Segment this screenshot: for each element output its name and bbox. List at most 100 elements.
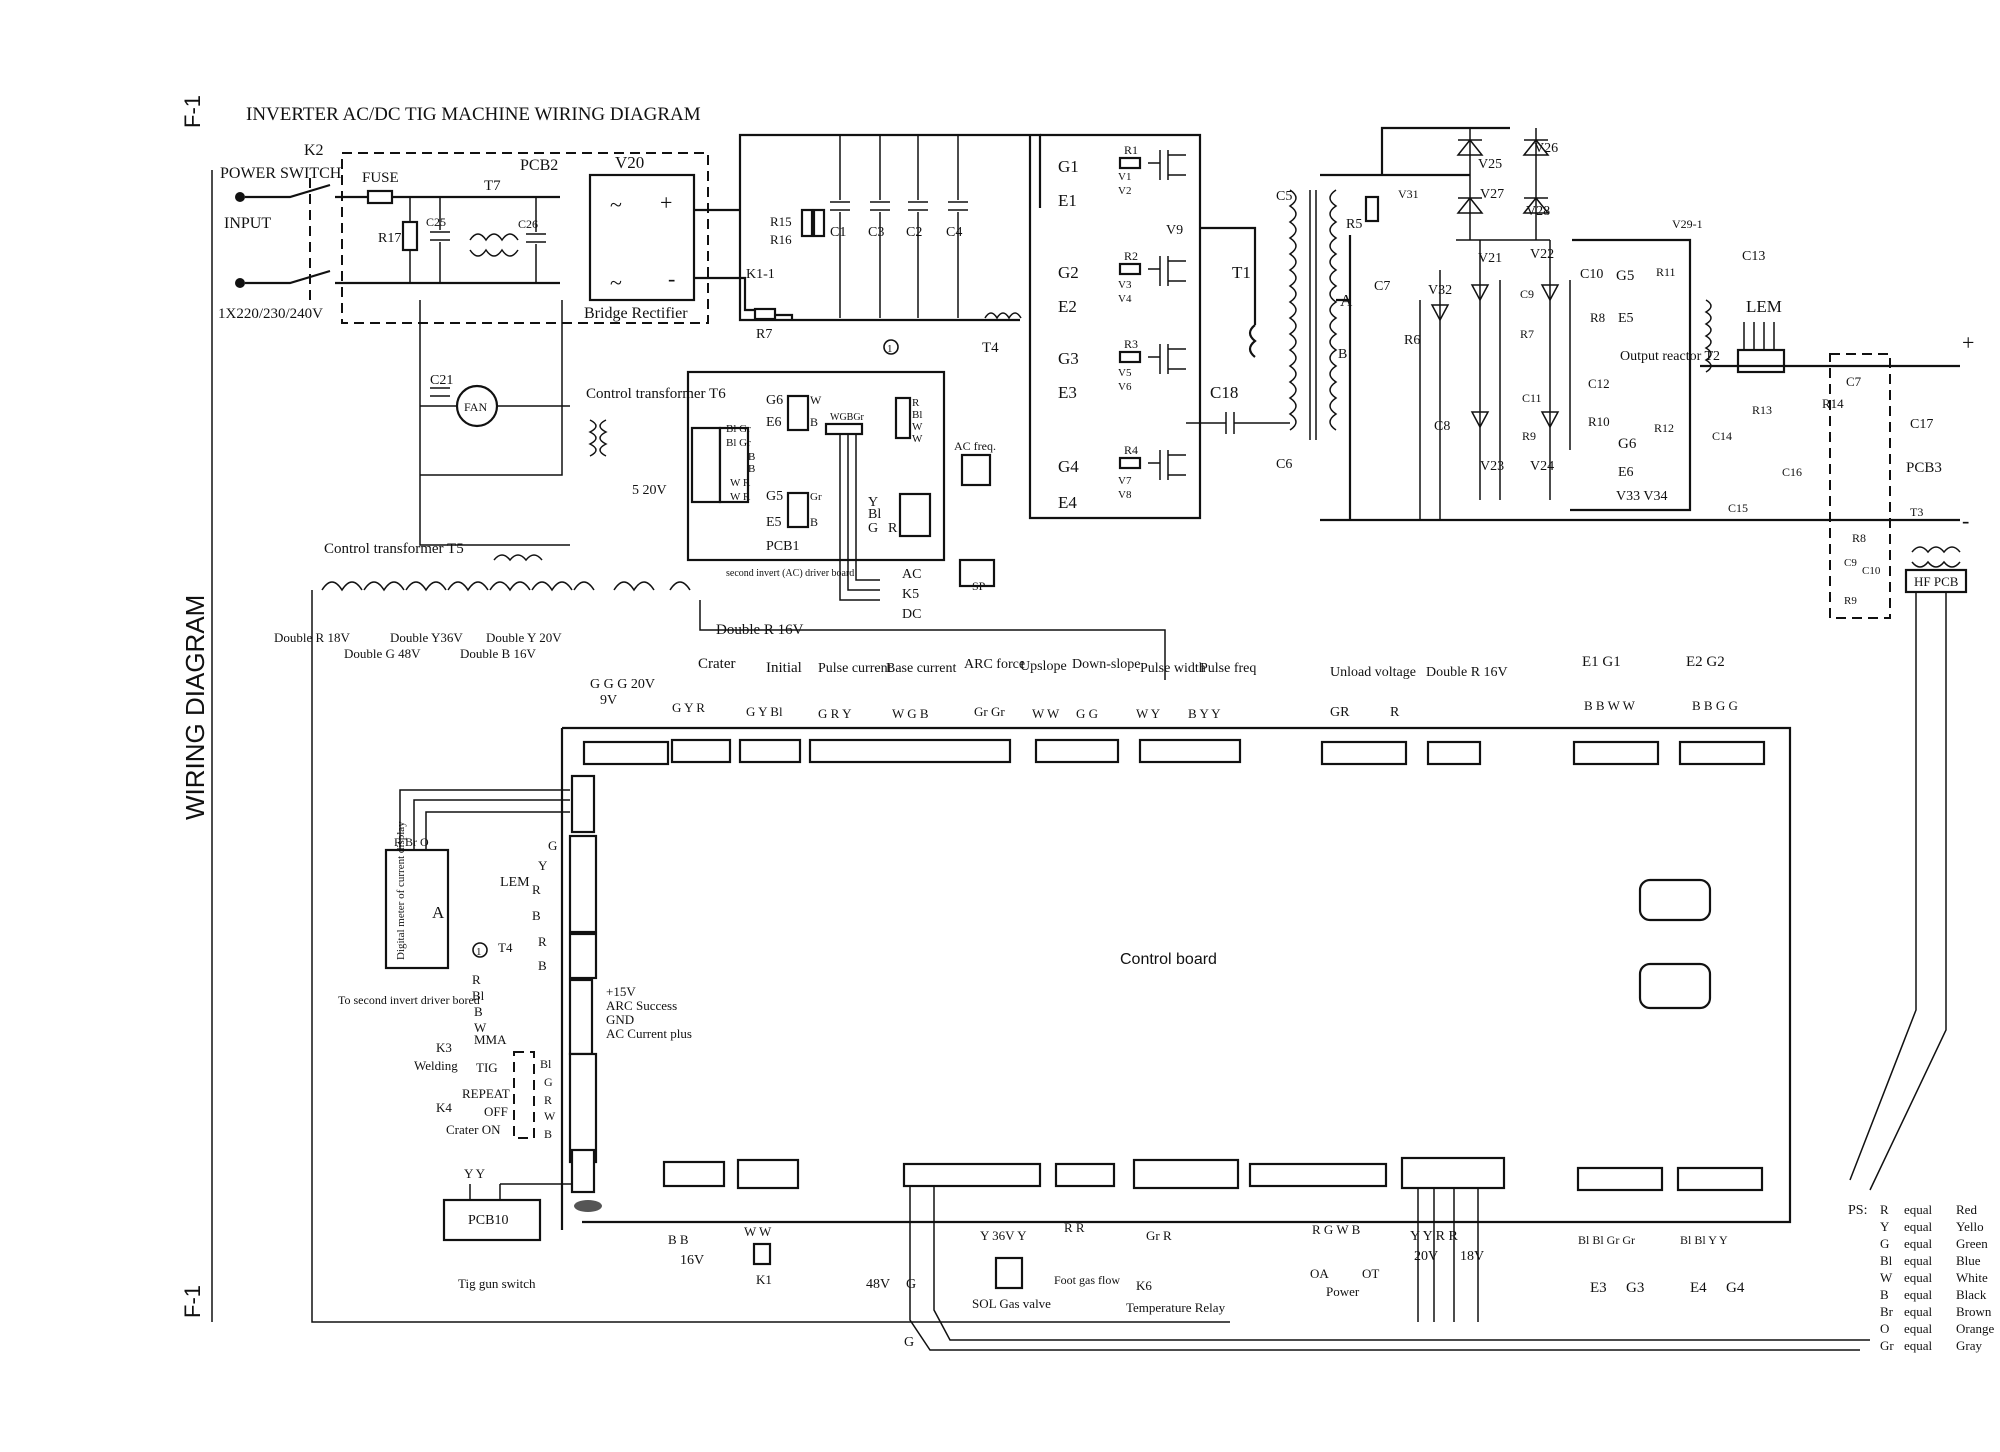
conn-pulse-width-freq <box>1138 738 1242 764</box>
tig-label: TIG <box>476 1060 498 1075</box>
t5-label: Control transformer T5 <box>324 541 464 557</box>
legend-name-1: Yello <box>1956 1219 1984 1234</box>
legend-eq-1: equal <box>1904 1219 1933 1234</box>
emitter-e4: E4 <box>1058 493 1077 512</box>
bottom-oa: OA <box>1310 1266 1329 1281</box>
c10-label: C10 <box>1580 267 1603 282</box>
lem-signal-labels: G Y R B LEM T4 R B <box>498 838 557 973</box>
k2-label: K2 <box>304 142 324 159</box>
c26-label: C26 <box>518 217 538 231</box>
legend-eq-7: equal <box>1904 1321 1933 1336</box>
t4-label: T4 <box>982 340 999 356</box>
h-bridge-diodes <box>1430 284 1560 429</box>
r7s-label: R7 <box>1520 327 1534 341</box>
r2-label: R2 <box>1124 249 1138 263</box>
conn-left-switches <box>568 1052 598 1164</box>
bottom-g4: G4 <box>1726 1280 1745 1296</box>
c4-symbol <box>948 135 968 318</box>
ggg20-label: G G G 20V <box>590 677 655 692</box>
bottom-g-loop: G <box>904 1335 914 1350</box>
c18-label: C18 <box>1210 383 1238 402</box>
t3-label: T3 <box>1910 505 1923 519</box>
conn-left-t4 <box>568 932 598 980</box>
pot-crater: Crater <box>698 656 735 672</box>
repeat-label: REPEAT <box>462 1086 510 1101</box>
r7-symbol <box>753 307 777 321</box>
fuse-symbol <box>366 189 394 205</box>
sw-wire-w: W <box>544 1109 556 1123</box>
legend-name-5: Black <box>1956 1287 1987 1302</box>
v24-label: V24 <box>1530 459 1554 474</box>
pot-downslope: Down-slope <box>1072 657 1140 672</box>
pcb10-box <box>442 1198 542 1242</box>
dc-bus-minus <box>694 276 794 320</box>
zener-v6: V6 <box>1118 381 1132 393</box>
c1-symbol <box>830 135 850 318</box>
hf-pcb-box <box>1904 568 1968 594</box>
side-title: WIRING DIAGRAM <box>180 595 210 820</box>
conn-bottom-k1 <box>736 1158 800 1190</box>
c14-label: C14 <box>1712 429 1732 443</box>
emitter-e1: E1 <box>1058 191 1077 210</box>
r7-label: R7 <box>756 327 772 342</box>
r15-symbol <box>800 208 814 238</box>
input-terminal-1 <box>235 192 245 202</box>
pot-wire-2: G R Y <box>818 706 852 721</box>
potentiometer-wires: G Y R G Y Bl G R Y W G B Gr Gr W W G G W… <box>672 700 1221 721</box>
sol-label: SOL Gas valve <box>972 1296 1051 1311</box>
mode-switch-dashed <box>513 1051 535 1139</box>
ref-circle-1-num: 1 <box>476 946 482 958</box>
k1-label: K1-1 <box>746 267 775 282</box>
g6s-label: G6 <box>1618 436 1637 452</box>
meter-a-label: A <box>432 903 445 922</box>
c2-symbol <box>908 135 928 318</box>
r17-symbol <box>401 220 419 252</box>
pot-wire-4: Gr Gr <box>974 704 1005 719</box>
pcb3-label: PCB3 <box>1906 460 1942 476</box>
r15-label: R15 <box>770 214 792 229</box>
signal-ac-current: AC Current plus <box>606 1026 692 1041</box>
signal-gnd: GND <box>606 1012 634 1027</box>
bottom-w-w: W W <box>744 1224 772 1239</box>
legend-name-0: Red <box>1956 1202 1977 1217</box>
igbt-q2 <box>1148 256 1186 286</box>
c25-label: C25 <box>426 215 446 229</box>
output-plus: + <box>1962 330 1974 355</box>
pcb3-outline <box>1829 353 1891 619</box>
igbt-q1 <box>1148 150 1186 180</box>
pot-wire-1: G Y Bl <box>746 704 783 719</box>
pcb1-conn-top <box>824 422 864 436</box>
r5-symbol <box>1364 195 1380 223</box>
conn-bottom-e4g4 <box>1676 1166 1764 1192</box>
legend-eq-2: equal <box>1904 1236 1933 1251</box>
pcb1-right-pin-1: Bl <box>912 409 922 421</box>
v33-34-label: V33 V34 <box>1616 489 1667 504</box>
double-r16b-label: Double R 16V <box>1426 665 1508 680</box>
emitter-e2: E2 <box>1058 297 1077 316</box>
bottom-ot: OT <box>1362 1266 1379 1281</box>
r5-label: R5 <box>1346 217 1362 232</box>
t5-feed <box>419 475 570 546</box>
sheet-id-top: F-1 <box>180 95 205 128</box>
conn-bottom-temp <box>1132 1158 1240 1190</box>
input-voltage-label: 1X220/230/240V <box>218 306 323 322</box>
inverter-box <box>1570 238 1692 512</box>
lem-sensor <box>1736 348 1786 374</box>
pcb1-outline <box>686 370 946 562</box>
bus-capacitors: C1 C3 C2 C4 <box>830 135 968 318</box>
legend-code-6: Br <box>1880 1304 1894 1319</box>
r10-label: R10 <box>1588 414 1610 429</box>
c13-label: C13 <box>1742 249 1765 264</box>
cap-label-c4: C4 <box>946 225 962 240</box>
c7-label: C7 <box>1374 279 1390 294</box>
conn-left-lem <box>568 834 598 934</box>
pcb10-label: PCB10 <box>468 1213 508 1228</box>
sheet-id-bottom: F-1 <box>180 1285 205 1318</box>
pcb1-label: PCB1 <box>766 539 799 554</box>
pot-wire-6: G G <box>1076 706 1098 721</box>
unload-voltage-label: Unload voltage <box>1330 665 1416 680</box>
conn-crater <box>670 738 732 764</box>
pot-wire-7: W Y <box>1136 706 1161 721</box>
output-reactor-label: Output reactor T2 <box>1620 349 1720 364</box>
c21-symbol <box>430 387 450 397</box>
